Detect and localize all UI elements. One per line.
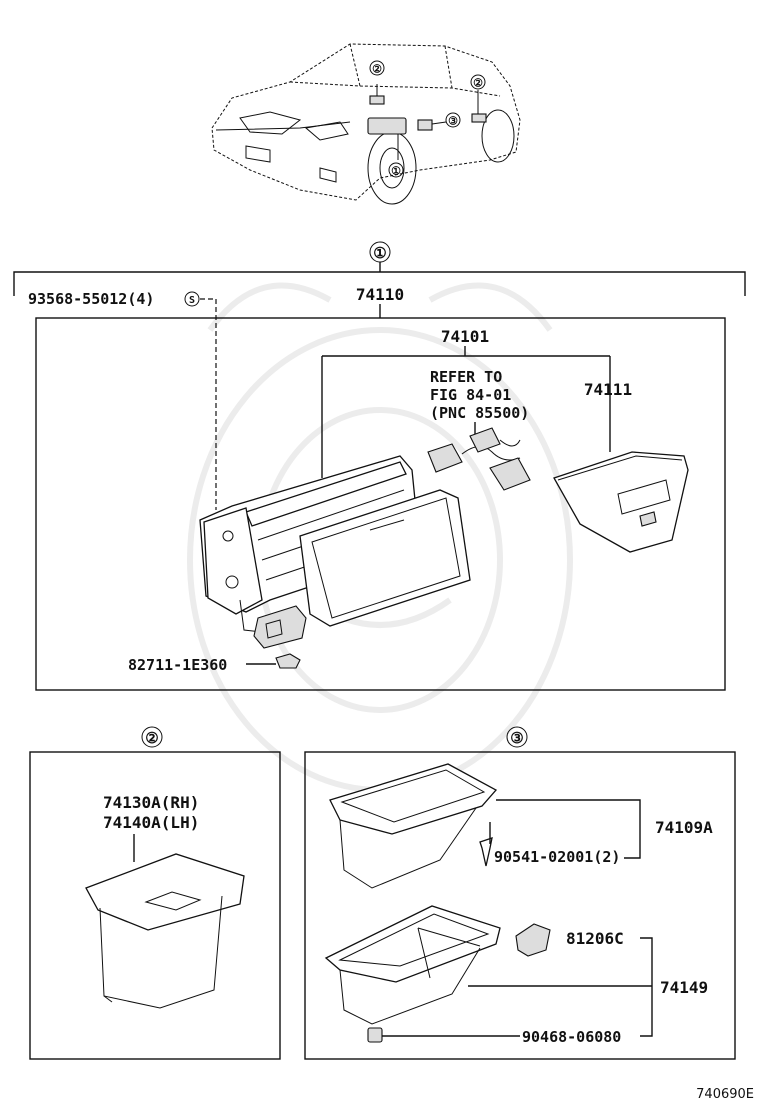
inner-box-74111 xyxy=(553,451,689,553)
socket-81206c xyxy=(515,923,551,957)
refer-line-3: (PNC 85500) xyxy=(430,404,529,422)
part-74109a-label: 74109A xyxy=(655,818,713,837)
clip-90468-label: 90468-06080 xyxy=(522,1028,621,1046)
part-74140a-label: 74140A(LH) xyxy=(103,813,199,832)
tray-74149 xyxy=(324,905,501,1025)
svg-text:②: ② xyxy=(372,63,382,76)
figure-code: 740690E xyxy=(696,1087,754,1102)
part-74149-label: 74149 xyxy=(660,978,708,997)
part-74111-label: 74111 xyxy=(584,380,632,399)
svg-text:S: S xyxy=(189,295,195,306)
screw-93568-label: 93568-55012(4) xyxy=(28,290,154,308)
s-symbol: S xyxy=(184,291,200,307)
part-74130a-label: 74130A(RH) xyxy=(103,793,199,812)
svg-text:②: ② xyxy=(473,77,483,90)
main-box-assembly xyxy=(199,455,471,649)
wire-harness xyxy=(427,427,531,491)
svg-text:③: ③ xyxy=(448,115,458,128)
svg-text:①: ① xyxy=(391,165,401,178)
section-two-box xyxy=(29,751,281,1060)
bulb-82711 xyxy=(275,653,301,669)
overview-marker-one: ① xyxy=(388,162,404,178)
section-three-header: ③ xyxy=(506,726,528,748)
vehicle-overview: ② ② ③ ① xyxy=(211,43,521,205)
section-one-box xyxy=(35,317,726,691)
section-two-header: ② xyxy=(141,726,163,748)
overview-marker-two-b: ② xyxy=(470,74,486,90)
section-two-marker: ② xyxy=(145,729,158,747)
section-one-marker: ① xyxy=(373,244,386,262)
part-82711-label: 82711-1E360 xyxy=(128,656,227,674)
clip-90468 xyxy=(367,1027,383,1043)
part-74110-label: 74110 xyxy=(356,285,404,304)
part-74101-label: 74101 xyxy=(441,327,489,346)
overview-marker-two-a: ② xyxy=(369,60,385,76)
pocket-74130a xyxy=(85,853,245,1009)
screw-90541-label: 90541-02001(2) xyxy=(494,848,620,866)
overview-marker-three: ③ xyxy=(445,112,461,128)
section-one-header: ① xyxy=(13,241,746,296)
tray-74109a xyxy=(329,763,498,889)
section-three-box xyxy=(304,751,736,1060)
refer-line-2: FIG 84-01 xyxy=(430,386,511,404)
section-three-marker: ③ xyxy=(510,729,523,747)
part-81206c-label: 81206C xyxy=(566,929,624,948)
refer-line-1: REFER TO xyxy=(430,368,502,386)
